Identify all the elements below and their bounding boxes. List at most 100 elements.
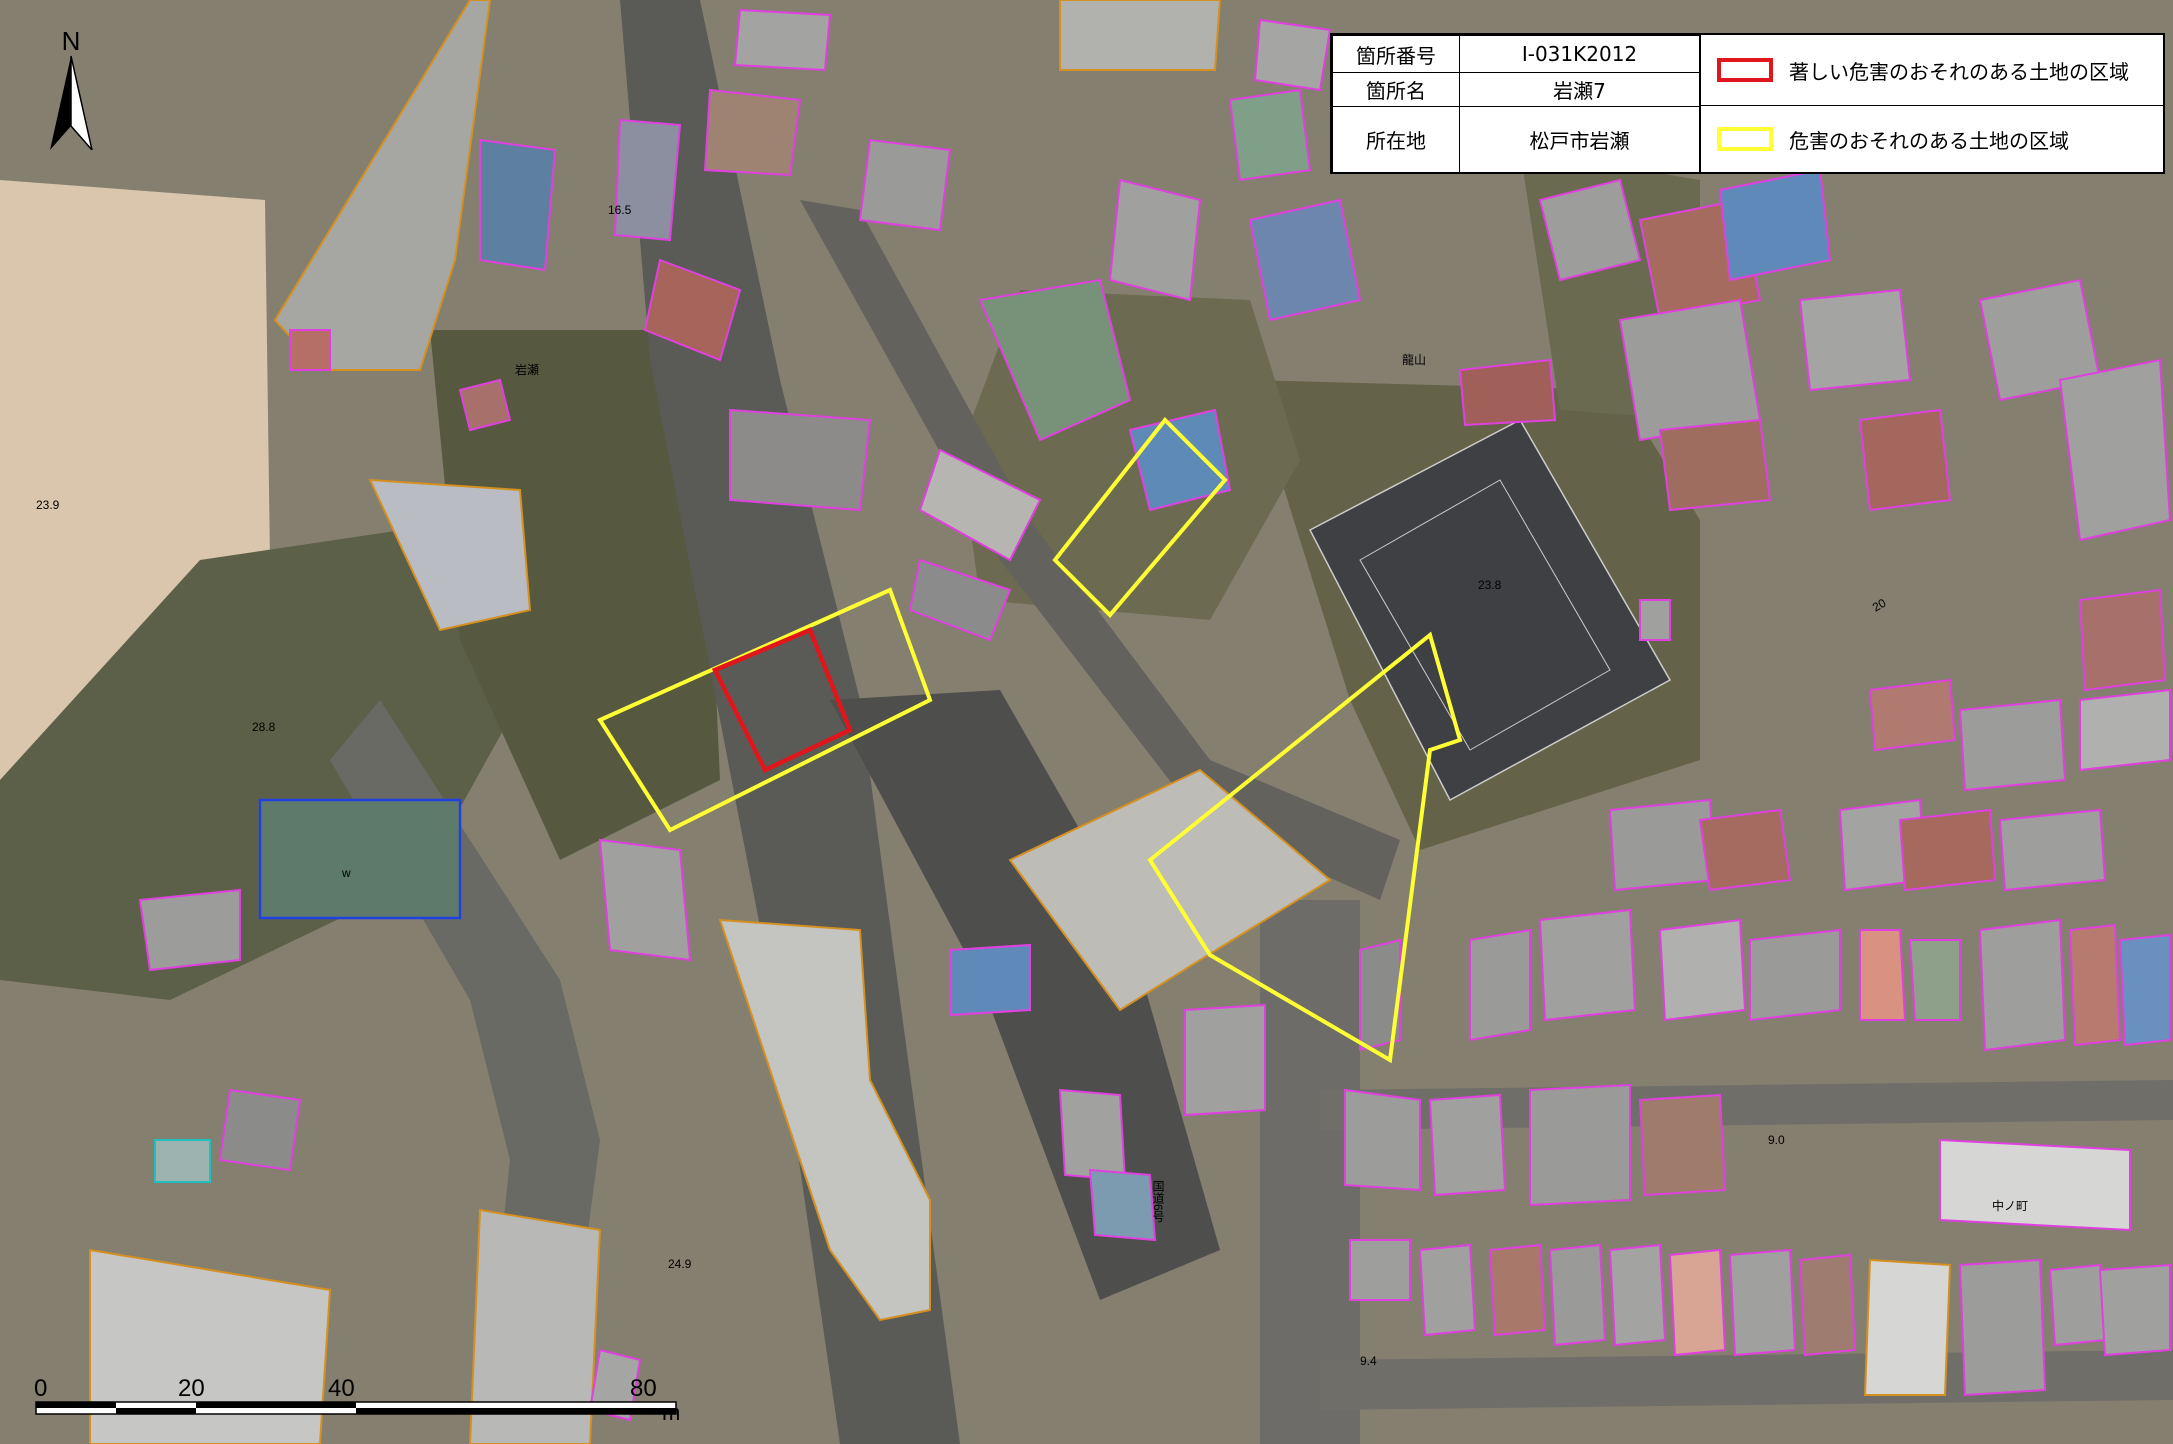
house-71 (1639, 599, 1671, 641)
house-67 (1184, 1003, 1266, 1117)
house-46 (1428, 1093, 1507, 1197)
house-47 (1529, 1083, 1631, 1207)
house-28 (1958, 698, 2067, 792)
house-25 (2058, 358, 2172, 542)
north-arrow: N (46, 26, 96, 151)
house-53 (1608, 1243, 1667, 1347)
house-27 (2079, 688, 2171, 772)
house-1 (479, 138, 557, 272)
legend-key-number: 箇所番号 (1332, 35, 1460, 73)
building-large-2 (368, 478, 532, 632)
side-road (1260, 900, 1360, 1444)
house-59 (2098, 1263, 2171, 1357)
scale-seg-2 (116, 1408, 196, 1414)
house-30 (1608, 798, 1717, 892)
house-12 (1108, 178, 1202, 302)
danger-zone-yellow-2 (1052, 416, 1228, 618)
north-label: N (62, 26, 81, 56)
house-20 (1658, 418, 1772, 512)
house-6 (729, 408, 872, 512)
building-large-6 (468, 1208, 602, 1444)
house-65 (1058, 1088, 1127, 1182)
legend-item-severe: 著しい危害のおそれのある土地の区域 (1700, 35, 2165, 106)
scale-seg-1 (36, 1402, 116, 1408)
building-large-8 (1863, 1258, 1952, 1396)
scale-tick-20: 20 (178, 1375, 205, 1402)
house-37 (1538, 908, 1637, 1022)
house-62 (138, 888, 241, 972)
legend-swatch-yellow (1717, 127, 1773, 151)
house-58 (2048, 1263, 2107, 1347)
label-route: 国道6号 (1151, 1180, 1165, 1223)
house-63 (598, 838, 692, 962)
house-42 (1978, 918, 2067, 1052)
legend-value-name: 岩瀬7 (1459, 72, 1700, 107)
pond (258, 798, 462, 920)
house-50 (1418, 1243, 1477, 1337)
house-43 (2068, 923, 2122, 1047)
label-nakanocho: 中ノ町 (1992, 1198, 2028, 1213)
scale-seg-4 (356, 1408, 676, 1414)
label-elev-9-4: 9.4 (1360, 1354, 1377, 1368)
house-39 (1749, 928, 1841, 1022)
tennis-court-lines (1359, 479, 1611, 751)
house-40 (1859, 929, 1907, 1021)
house-33 (1898, 808, 1997, 892)
house-35 (1359, 938, 1401, 1052)
legend-value-number: Ⅰ-031K2012 (1459, 35, 1700, 73)
house-21 (1718, 168, 1832, 282)
label-elev-16-5: 16.5 (608, 203, 632, 217)
house-8 (908, 558, 1012, 642)
house-70 (289, 329, 331, 371)
house-11 (858, 138, 952, 232)
house-55 (1728, 1248, 1797, 1357)
severe-danger-zone-red (711, 627, 853, 773)
label-elev-9-0: 9.0 (1768, 1133, 1785, 1147)
house-15 (1253, 18, 1332, 92)
house-31 (1698, 808, 1792, 892)
house-34 (1998, 808, 2107, 892)
label-iwase: 岩瀬 (515, 362, 539, 377)
north-arrow-icon: N (50, 26, 93, 151)
legend-key-name: 箇所名 (1332, 72, 1460, 107)
building-large-7 (1059, 0, 1222, 71)
danger-zone-yellow-3 (1147, 631, 1463, 1064)
tennis-court (1308, 419, 1672, 802)
house-19 (1618, 298, 1762, 442)
house-41 (1908, 939, 1961, 1021)
house-69 (458, 378, 512, 432)
house-54 (1668, 1248, 1727, 1357)
house-13 (1248, 198, 1362, 322)
house-64 (949, 943, 1031, 1017)
house-49 (1349, 1239, 1411, 1301)
scale-tick-80: 80 (630, 1375, 657, 1402)
house-45 (1344, 1088, 1421, 1192)
house-56 (1798, 1253, 1857, 1357)
house-26 (2078, 588, 2167, 692)
label-tatsuyama: 龍山 (1402, 352, 1426, 367)
legend-label-severe: 著しい危害のおそれのある土地の区域 (1789, 59, 2129, 84)
label-elev-24-9: 24.9 (668, 1257, 692, 1271)
label-pond-w: w (341, 866, 351, 880)
house-14 (1228, 88, 1312, 182)
building-large-3 (718, 918, 931, 1322)
house-cyan (154, 1139, 211, 1183)
scale-seg-3 (196, 1402, 356, 1408)
house-16 (1458, 358, 1557, 427)
house-4 (733, 8, 832, 72)
house-5 (643, 258, 742, 362)
legend-key-location: 所在地 (1332, 106, 1460, 173)
legend-box: 箇所番号 Ⅰ-031K2012 箇所名 岩瀬7 所在地 松戸市岩瀬 著しい危害の… (1330, 33, 2165, 174)
rail-line (800, 200, 1400, 900)
house-3 (703, 88, 802, 177)
label-elev-23-8: 23.8 (1478, 578, 1502, 592)
house-51 (1488, 1243, 1547, 1337)
house-36 (1469, 928, 1531, 1042)
scale-tick-40: 40 (328, 1375, 355, 1402)
house-2 (613, 118, 682, 242)
label-elev-28-8: 28.8 (252, 720, 276, 734)
house-61 (218, 1088, 302, 1172)
legend-value-location: 松戸市岩瀬 (1459, 106, 1700, 173)
house-17 (1538, 178, 1642, 282)
